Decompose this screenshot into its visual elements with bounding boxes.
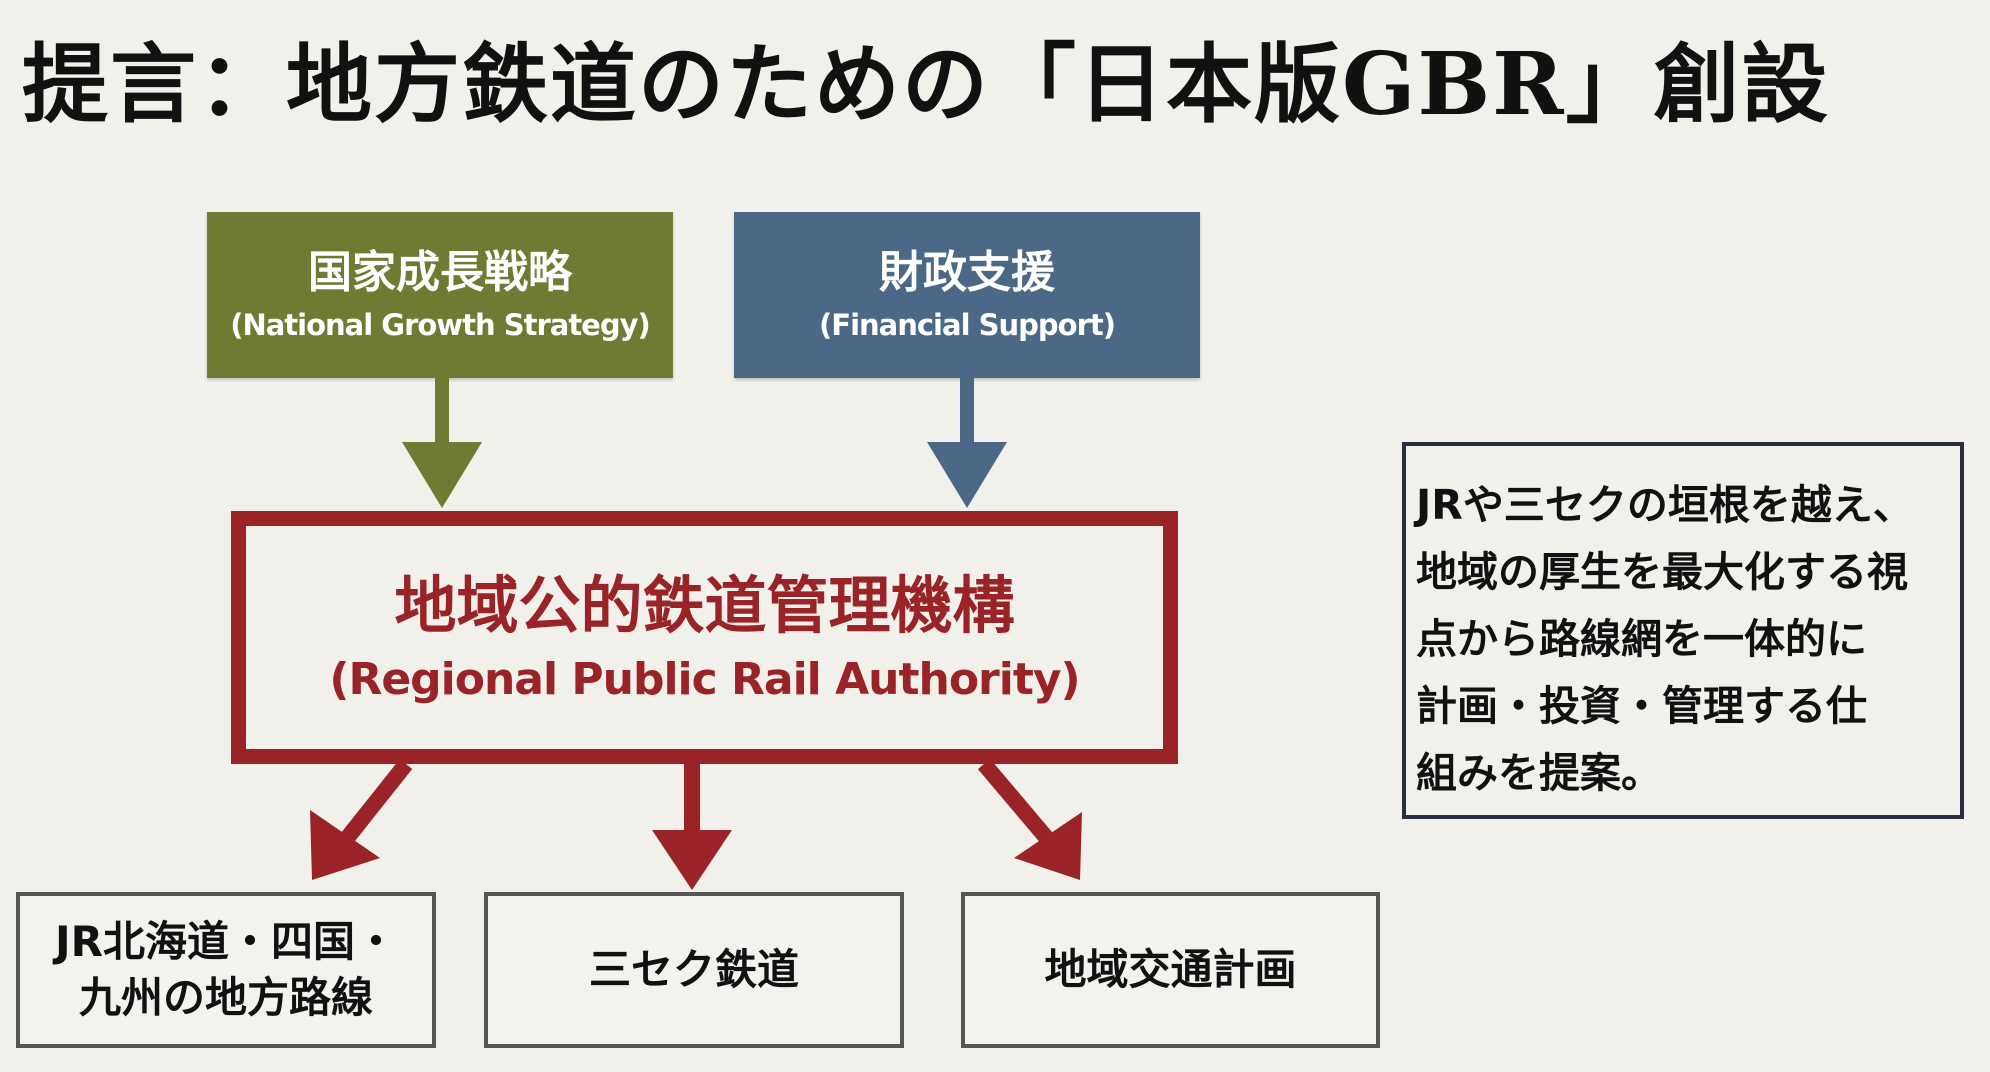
regional-transport-plan-box: 地域交通計画	[961, 892, 1380, 1048]
proposal-note-box: JRや三セクの垣根を越え、 地域の厚生を最大化する視 点から路線網を一体的に 計…	[1402, 442, 1964, 819]
authority-title: 地域公的鉄道管理機構	[394, 568, 1015, 642]
box-line: 九州の地方路線	[78, 973, 373, 1022]
authority-subtitle: (Regional Public Rail Authority)	[329, 653, 1080, 705]
regional-public-rail-authority-box: 地域公的鉄道管理機構 (Regional Public Rail Authori…	[231, 511, 1178, 764]
box-title: 財政支援	[879, 247, 1055, 298]
green-down-arrow	[402, 378, 482, 508]
national-growth-strategy-box: 国家成長戦略 (National Growth Strategy)	[207, 212, 673, 378]
box-line: JR北海道・四国・	[55, 917, 397, 966]
box-line: 三セク鉄道	[588, 945, 799, 994]
box-subtitle: (National Growth Strategy)	[230, 308, 651, 342]
box-subtitle: (Financial Support)	[819, 308, 1116, 342]
red-arrow-left	[310, 759, 413, 880]
note-line: 地域の厚生を最大化する視	[1416, 548, 1908, 596]
third-sector-rail-box: 三セク鉄道	[484, 892, 904, 1048]
box-title: 国家成長戦略	[308, 247, 572, 298]
jr-local-lines-box: JR北海道・四国・ 九州の地方路線	[16, 892, 436, 1048]
blue-down-arrow	[927, 378, 1007, 508]
red-arrow-middle	[652, 764, 732, 890]
page-title: 提言：地方鉄道のための「日本版GBR」創設	[22, 34, 1830, 135]
note-line: 計画・投資・管理する仕	[1416, 682, 1867, 730]
red-arrow-right	[977, 758, 1082, 880]
box-line: 地域交通計画	[1044, 945, 1297, 994]
note-line: 組みを提案。	[1416, 749, 1662, 797]
note-line: 点から路線網を一体的に	[1416, 615, 1867, 663]
financial-support-box: 財政支援 (Financial Support)	[734, 212, 1200, 378]
note-line: JRや三セクの垣根を越え、	[1416, 481, 1914, 529]
